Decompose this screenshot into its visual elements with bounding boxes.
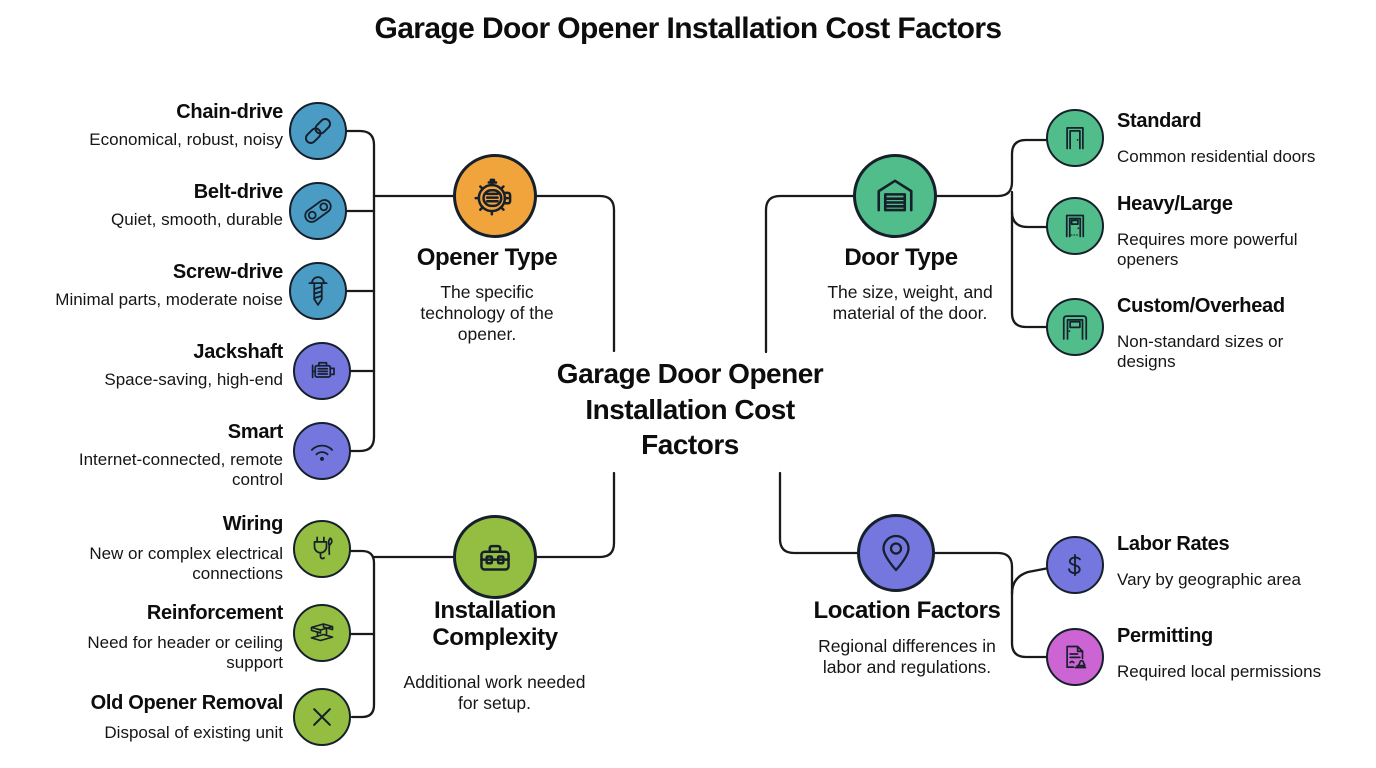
i-beam-icon (310, 623, 334, 642)
belt-drive-node (289, 182, 347, 240)
item-custom-overhead-description: Non-standard sizes or designs (1117, 332, 1284, 372)
item-smart-title: Smart (227, 421, 284, 443)
item-permitting-title: Permitting (1117, 625, 1213, 647)
location-factors-title: Location Factors (813, 597, 1001, 624)
chain-drive-node (289, 102, 347, 160)
item-smart-description: Internet-connected, remote control (78, 450, 283, 490)
labor-rates-node (1046, 536, 1104, 594)
item-wiring-description: New or complex electrical connections (89, 544, 283, 584)
screw-drive-node (289, 262, 347, 320)
item-reinforcement-title: Reinforcement (146, 602, 283, 624)
center-node-label: Garage Door Opener Installation Cost Fac… (556, 358, 824, 461)
item-belt-drive-title: Belt-drive (193, 181, 284, 203)
screw-icon (308, 276, 328, 306)
item-labor-rates-description: Vary by geographic area (1117, 570, 1301, 589)
door-type-description: The size, weight, and material of the do… (827, 282, 993, 323)
custom-overhead-door-node (1046, 298, 1104, 356)
location-factors-description: Regional differences in labor and regula… (818, 636, 996, 677)
standard-door-node (1046, 109, 1104, 167)
overhead-door-icon (1062, 315, 1088, 340)
item-permitting-description: Required local permissions (1117, 662, 1322, 681)
item-heavy-large-description: Requires more powerful openers (1117, 230, 1298, 270)
permitting-node (1046, 628, 1104, 686)
item-custom-overhead-title: Custom/Overhead (1117, 295, 1285, 317)
installation-complexity-node (453, 515, 537, 599)
heavy-door-icon (1065, 214, 1085, 238)
heavy-large-door-node (1046, 197, 1104, 255)
belt-pulley-icon (304, 199, 332, 223)
item-standard-description: Common residential doors (1117, 147, 1316, 166)
opener-type-title: Opener Type (416, 244, 558, 271)
garage-door-icon (877, 179, 913, 212)
item-screw-drive-title: Screw-drive (172, 261, 283, 283)
old-opener-removal-node (293, 688, 351, 746)
smart-node (293, 422, 351, 480)
opener-type-node (453, 154, 537, 238)
door-type-node (853, 154, 937, 238)
wiring-node (293, 520, 351, 578)
x-cross-icon (313, 708, 331, 726)
dollar-icon (1068, 553, 1081, 577)
item-reinforcement-description: Need for header or ceiling support (87, 633, 283, 673)
item-heavy-large-title: Heavy/Large (1117, 193, 1233, 215)
item-jackshaft-description: Space-saving, high-end (104, 370, 283, 389)
item-jackshaft-title: Jackshaft (193, 341, 283, 363)
plug-icon (313, 536, 333, 560)
engine-gear-icon (474, 178, 512, 216)
item-screw-drive-description: Minimal parts, moderate noise (55, 290, 283, 309)
installation-complexity-description: Additional work needed for setup. (403, 672, 586, 713)
item-chain-drive-description: Economical, robust, noisy (89, 130, 283, 149)
item-wiring-title: Wiring (222, 513, 284, 535)
reinforcement-node (293, 604, 351, 662)
door-type-title: Door Type (844, 244, 958, 271)
map-pin-icon (882, 534, 910, 572)
opener-type-description: The specific technology of the opener. (420, 282, 554, 344)
permit-stamp-icon (1066, 645, 1087, 669)
toolbox-icon (480, 544, 510, 571)
motor-icon (311, 361, 335, 379)
item-old-opener-removal-title: Old Opener Removal (90, 692, 284, 714)
location-factors-node (857, 514, 935, 592)
standard-door-icon (1066, 127, 1084, 150)
installation-complexity-title: Installation Complexity (432, 597, 558, 651)
wifi-icon (310, 444, 334, 461)
item-old-opener-removal-description: Disposal of existing unit (104, 723, 283, 742)
jackshaft-node (293, 342, 351, 400)
item-chain-drive-title: Chain-drive (176, 101, 283, 123)
item-belt-drive-description: Quiet, smooth, durable (111, 210, 283, 229)
item-standard-title: Standard (1117, 110, 1202, 132)
page-title: Garage Door Opener Installation Cost Fac… (374, 12, 1002, 45)
chain-link-icon (304, 117, 332, 145)
item-labor-rates-title: Labor Rates (1117, 533, 1230, 555)
